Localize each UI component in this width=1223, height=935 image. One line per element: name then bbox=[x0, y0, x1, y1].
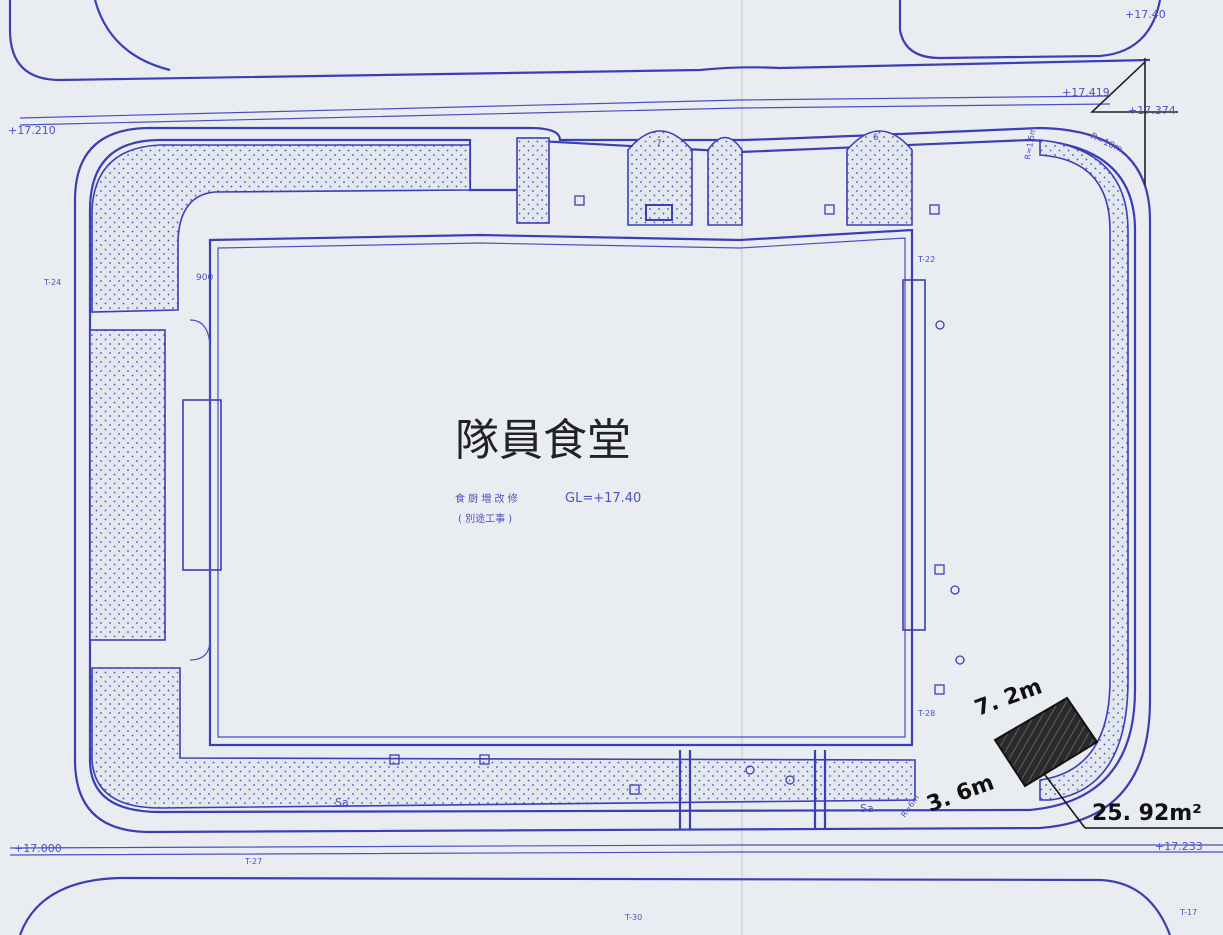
level-top-right: +17.40 bbox=[1125, 8, 1166, 21]
level-2: +17.374 bbox=[1128, 104, 1176, 117]
planting-bottom bbox=[91, 667, 916, 809]
top-road bbox=[8, 0, 1162, 126]
label-sa-2: Sa bbox=[860, 802, 874, 815]
label-t27: T-27 bbox=[244, 857, 262, 866]
label-no7: 7 bbox=[656, 139, 662, 149]
east-wing bbox=[902, 279, 926, 631]
label-t22: T-22 bbox=[917, 255, 935, 264]
marker-area: 25. 92m² bbox=[1092, 801, 1202, 826]
level-bottom-left: +17.000 bbox=[14, 842, 62, 855]
building-name: 隊員食堂 bbox=[455, 415, 631, 466]
label-t24: T-24 bbox=[43, 278, 61, 287]
outer-curb bbox=[73, 126, 1152, 834]
label-no6: 6 bbox=[873, 133, 879, 143]
planting-top-mid bbox=[516, 137, 550, 224]
site-fixtures bbox=[389, 195, 965, 795]
building-inner-wall bbox=[217, 237, 906, 738]
planting-left bbox=[89, 329, 166, 641]
north-arrow bbox=[1089, 58, 1178, 185]
label-t30: T-30 bbox=[624, 913, 642, 922]
planting-right bbox=[1039, 139, 1129, 801]
ground-level: GL=+17.40 bbox=[565, 491, 641, 506]
proposed-area-marker bbox=[993, 696, 1223, 829]
building-outline bbox=[208, 228, 914, 747]
lower-walkways bbox=[678, 750, 827, 830]
level-bottom-right: +17.233 bbox=[1155, 840, 1203, 853]
label-900: 900 bbox=[196, 273, 213, 283]
entrance-canopies bbox=[627, 130, 913, 226]
level-left: +17.210 bbox=[8, 124, 56, 137]
planting-top-left bbox=[91, 144, 471, 313]
building-note: 食 厨 増 改 修 bbox=[455, 492, 518, 505]
west-walkway bbox=[189, 319, 211, 661]
label-t17: T-17 bbox=[1179, 908, 1197, 917]
west-entrance bbox=[182, 399, 222, 571]
inner-curb bbox=[88, 138, 1137, 814]
label-sa-1: Sa bbox=[335, 796, 349, 809]
bottom-road bbox=[9, 844, 1223, 935]
label-t28: T-28 bbox=[917, 709, 935, 718]
level-1: +17.419 bbox=[1062, 86, 1110, 99]
separate-work: ( 別途工事 ) bbox=[458, 512, 512, 525]
